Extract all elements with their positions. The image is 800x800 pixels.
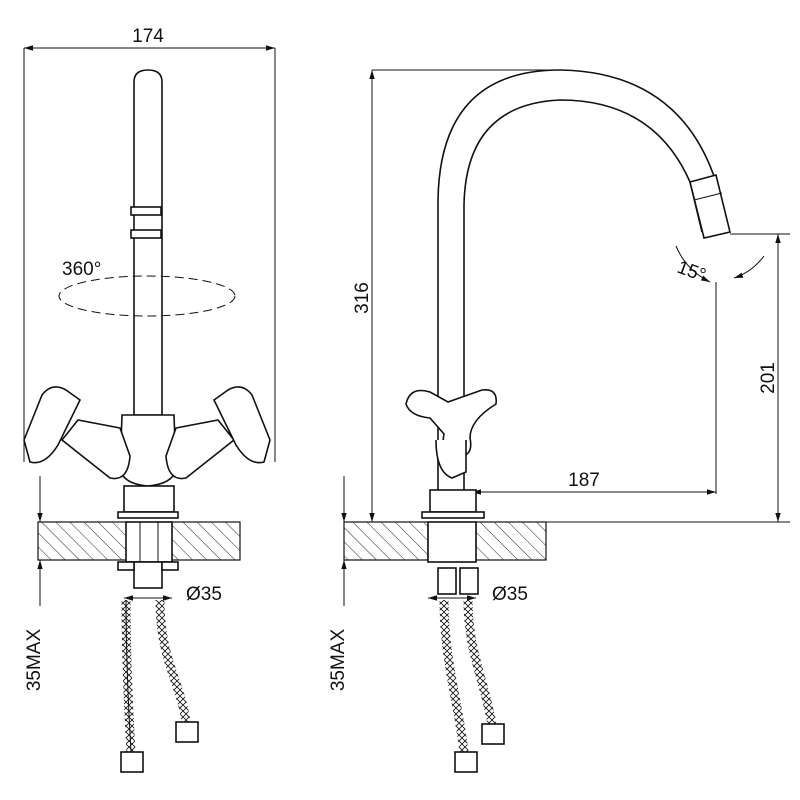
left-hose-fitting [120,751,144,773]
max-thickness-label: 35MAX [24,629,45,692]
gooseneck-outer [437,69,729,490]
nut-washer-left [117,561,135,571]
left-supply-hose-outline [125,599,132,753]
side-left-hose-fitting [454,751,478,773]
side-base-collar [429,489,477,513]
side-countertop-right [475,521,547,561]
side-countertop-left [343,521,429,561]
side-right-supply-hose [463,599,497,725]
outlet-height-label: 201 [758,362,779,394]
aerator-ring-side [693,192,723,201]
front-spout [133,69,163,416]
aerator-ring-lower [130,229,162,239]
angle-arc-right [733,255,765,279]
base-collar [123,485,175,513]
diameter-label: Ø35 [186,584,222,605]
side-right-hose-fitting [481,723,505,745]
right-hose-fitting [175,721,199,743]
side-max-thickness-label: 35MAX [328,629,349,692]
gooseneck-inner [463,99,703,490]
rotation-ellipse [58,275,236,317]
front-view: 174 360° 35MAX Ø35 [23,26,276,773]
reach-label: 187 [568,470,600,491]
right-handle-wheel [212,386,271,464]
width-dimension-label: 174 [132,26,164,47]
left-handle-arm [60,419,131,480]
rotation-label: 360° [62,259,101,280]
side-mounting-stud [427,521,477,563]
side-view: 316 15° 201 187 35MAX [328,69,790,773]
mounting-stud [125,521,173,563]
angle-arc-left [675,245,711,283]
right-handle-arm [165,419,236,480]
right-supply-hose [155,599,191,723]
side-mounting-nut [437,567,457,595]
nut-washer-right [161,561,179,571]
side-handle [405,388,498,457]
side-diameter-label: Ø35 [492,584,528,605]
left-handle-wheel [23,386,82,464]
side-handle-stem [435,439,467,479]
side-nut-right [459,567,479,595]
side-left-supply-hose [439,599,469,753]
mounting-nut [133,561,163,589]
side-base-flange [421,511,485,519]
aerator-ring [130,206,162,216]
countertop-right-section [169,521,241,561]
countertop-left-section [37,521,129,561]
base-flange [117,511,179,519]
angle-label: 15° [674,257,708,287]
height-dimension-label: 316 [352,282,373,314]
gooseneck-aerator [689,174,731,239]
